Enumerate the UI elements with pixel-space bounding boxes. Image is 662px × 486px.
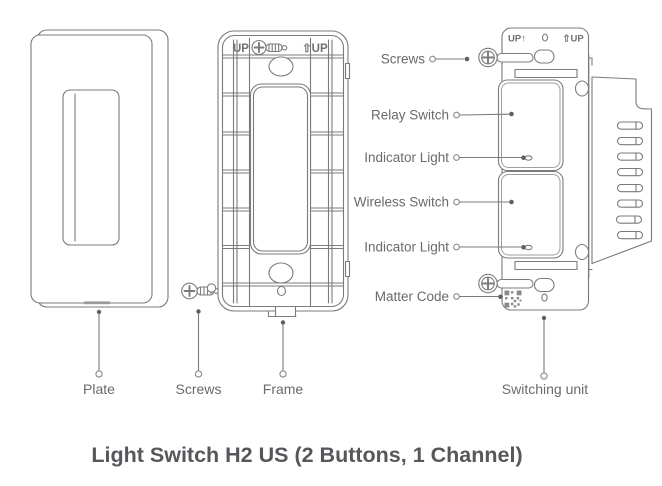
frame-ribs-horizontal (221, 54, 345, 287)
diagram-title: Light Switch H2 US (2 Buttons, 1 Channel… (91, 443, 522, 467)
unit-ear-hole-top (574, 80, 590, 97)
callout-indicator-light-top-label: Indicator Light (364, 150, 449, 165)
unit-up-left-engraving: UP↑ (508, 34, 526, 45)
wireless-rocker-button (497, 170, 564, 259)
unit-callouts: Screws Relay Switch Indicator Light Wire… (354, 52, 526, 304)
unit-top-center-hole (541, 33, 549, 42)
plate-rocker-button (62, 89, 120, 246)
plate-label: Plate (83, 381, 115, 397)
frame-small-hole (276, 285, 287, 297)
callout-wireless-switch-label: Wireless Switch (354, 195, 449, 210)
unit-bottom-yoke-bar (514, 260, 578, 271)
unit-bottom-mount-slot (533, 277, 555, 293)
frame-top-mount-hole (268, 56, 294, 77)
frame-bottom-tab-lip (267, 311, 297, 318)
frame-ribs-vertical (232, 37, 333, 307)
switching-unit-illustration: UP↑ ⇧UP (478, 27, 653, 311)
frame-left-boss (206, 283, 217, 293)
unit-up-right-engraving: ⇧UP (563, 34, 585, 45)
unit-ear-hole-bottom (574, 243, 590, 261)
unit-top-screw-icon (478, 47, 534, 68)
relay-rocker-button (497, 79, 564, 172)
plate-illustration (30, 29, 169, 308)
frame-bottom-mount-hole (268, 262, 294, 284)
callout-relay-switch-label: Relay Switch (371, 108, 449, 123)
matter-qr-code-icon (504, 290, 522, 308)
frame-right-clip-top (344, 62, 351, 80)
frame-screw-icon (251, 39, 288, 56)
frame-bottom-tab (274, 305, 297, 318)
screws-label: Screws (176, 381, 222, 397)
vent-slots-icon (615, 121, 644, 240)
callout-matter-code-label: Matter Code (375, 289, 449, 304)
unit-top-yoke-bar (514, 68, 578, 79)
callout-screws-label: Screws (381, 52, 426, 67)
unit-bottom-screw-icon (478, 273, 534, 294)
plate-bottom-notch (84, 301, 110, 305)
frame-center-cutout-inner (252, 86, 309, 252)
unit-bottom-center-hole (541, 293, 548, 302)
callout-indicator-light-bottom-label: Indicator Light (364, 240, 449, 255)
frame-right-clip-bottom (344, 260, 351, 278)
frame-up-left-engraving: UP (233, 43, 249, 55)
bottom-part-labels: Plate Screws Frame Switching unit (83, 309, 588, 397)
relay-rocker-bevel (501, 82, 561, 168)
switching-unit-label: Switching unit (502, 381, 588, 397)
frame-illustration: UP ⇧UP (206, 30, 351, 318)
frame-up-right-engraving: ⇧UP (302, 42, 328, 55)
unit-top-mount-slot (533, 49, 555, 64)
frame-label: Frame (263, 381, 304, 397)
wireless-rocker-bevel (501, 174, 561, 256)
frame-center-cutout (249, 83, 312, 255)
